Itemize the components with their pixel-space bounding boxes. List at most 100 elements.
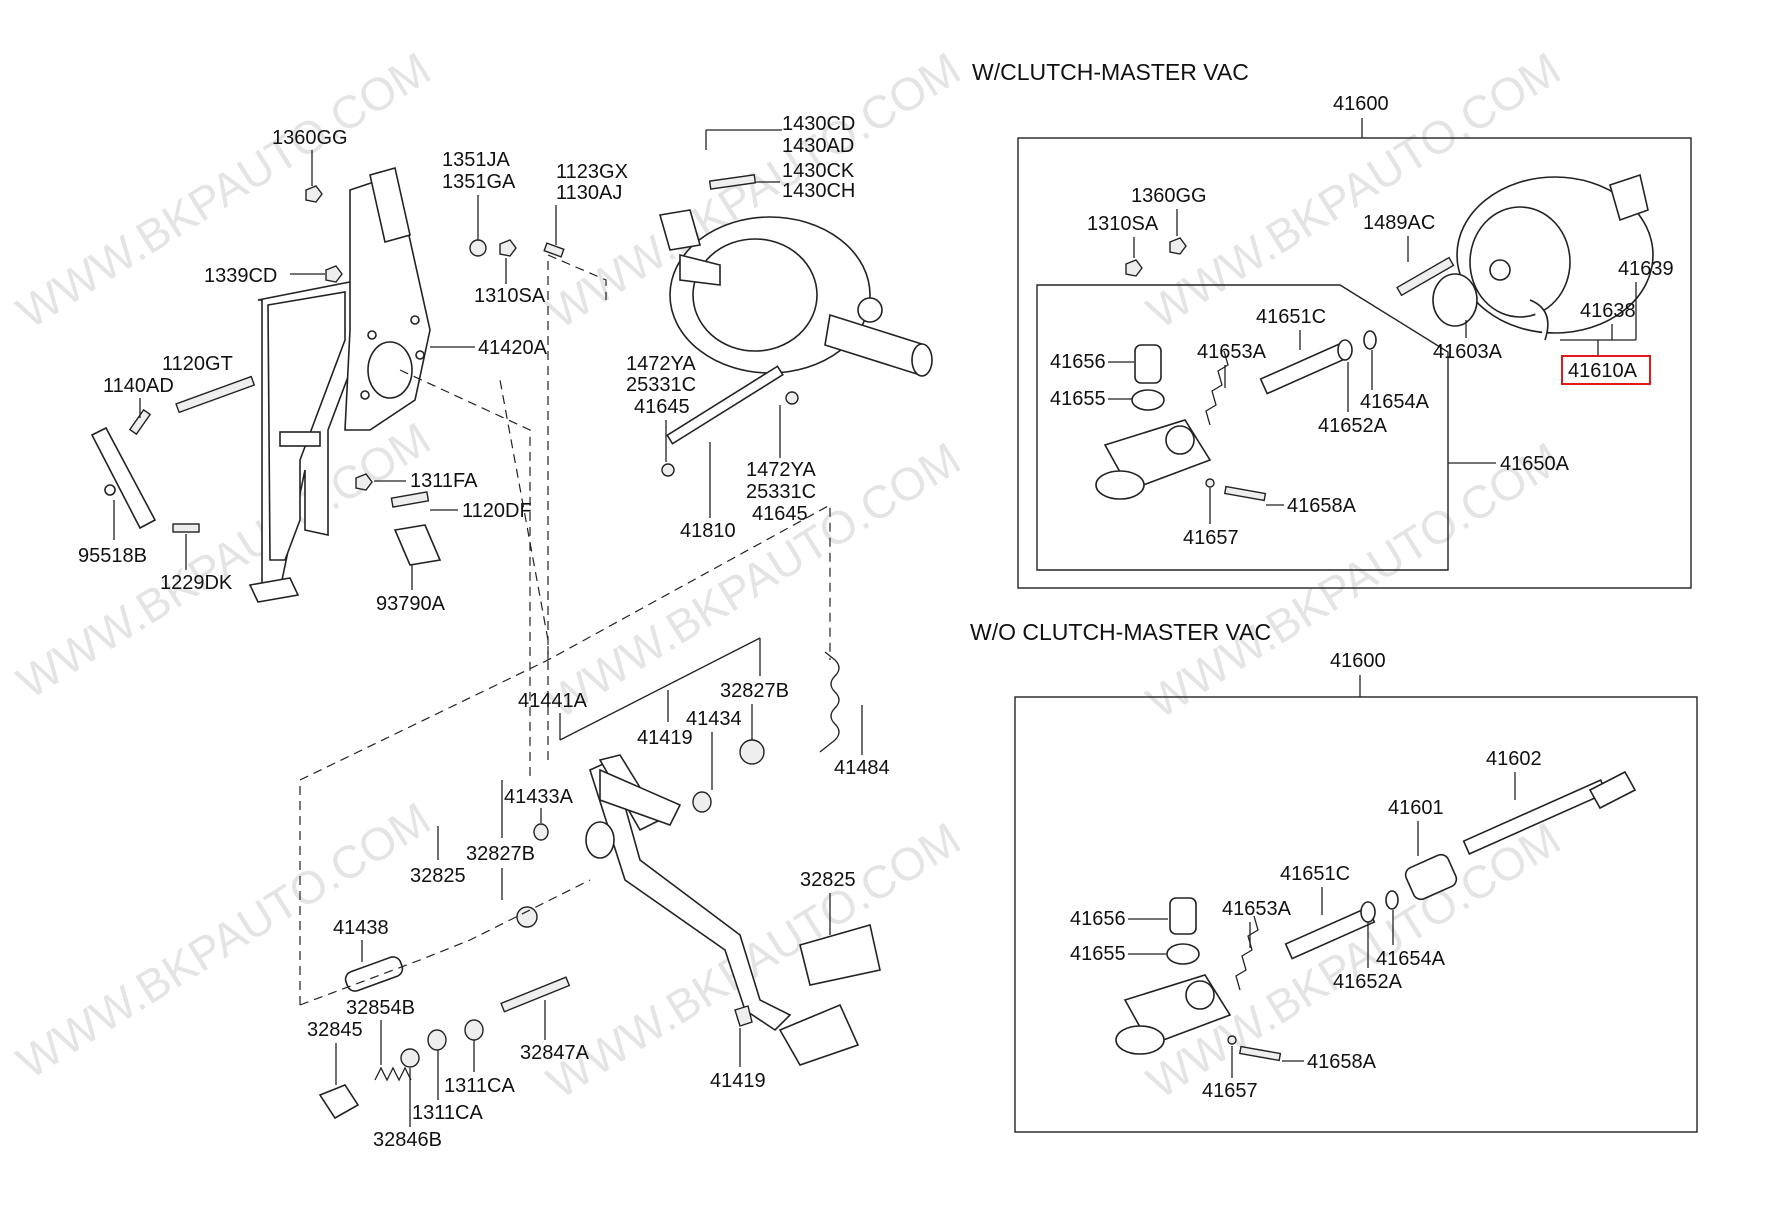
label-41654A-bottom: 41654A	[1376, 948, 1446, 970]
master-cylinder-flange-top	[1165, 425, 1195, 455]
watermark: WWW.BKPAUTO.COM	[8, 792, 439, 1088]
label-95518B: 95518B	[78, 545, 147, 567]
assembly-line	[399, 369, 531, 780]
nut-1311CA-a	[427, 1029, 447, 1051]
pedal-pad-upper	[799, 923, 881, 986]
stopper-41433A	[533, 823, 549, 841]
label-41650A: 41650A	[1500, 453, 1570, 475]
label-41652A: 41652A	[1318, 415, 1388, 437]
booster-pushrod-housing	[679, 253, 721, 286]
nut-1310SA-top	[1125, 259, 1143, 277]
label-1360GG-top: 1360GG	[1131, 185, 1207, 207]
label-41610A: 41610A	[1568, 360, 1638, 382]
label-41653A-bottom: 41653A	[1222, 898, 1292, 920]
label-41420A: 41420A	[478, 337, 548, 359]
watermark-layer: WWW.BKPAUTO.COM WWW.BKPAUTO.COM WWW.BKPA…	[8, 42, 1569, 1108]
bolt-1140AD	[128, 408, 152, 436]
booster-clevis-top	[1609, 173, 1649, 222]
label-41433A: 41433A	[504, 786, 574, 808]
label-41438: 41438	[333, 917, 389, 939]
bracket-foot	[248, 577, 300, 603]
label-1360GG: 1360GG	[272, 127, 348, 149]
brake-pedal-arm	[589, 758, 792, 1032]
spacer-41438	[344, 956, 404, 992]
label-41419-a: 41419	[637, 727, 693, 749]
master-cylinder-flange-bottom	[1185, 980, 1215, 1010]
bracket-hole	[367, 341, 413, 399]
highlight-41610A	[1561, 355, 1651, 385]
seal-41652A	[1337, 339, 1353, 361]
label-1123GX: 1123GX	[556, 161, 628, 183]
label-41653A: 41653A	[1197, 341, 1267, 363]
label-41651C: 41651C	[1256, 306, 1326, 328]
seal-41652A-bottom	[1360, 901, 1376, 923]
pedal-bushing	[585, 821, 615, 859]
subassembly-box-top	[1036, 284, 1449, 571]
bracket-bolt-hole	[415, 350, 425, 360]
bracket-bolt-hole	[367, 330, 377, 340]
reservoir-41656	[1134, 344, 1162, 384]
ring-41654A	[1363, 330, 1377, 350]
nut-1360GG	[305, 185, 323, 203]
pedal-lever-plate	[599, 768, 682, 826]
label-1430CD: 1430CD	[782, 113, 855, 135]
label-1430CH: 1430CH	[782, 180, 855, 202]
plug-41657	[1205, 478, 1215, 488]
booster-face	[692, 238, 818, 352]
reservoir-41656-bottom	[1169, 897, 1197, 935]
bracket-bolt-hole	[360, 390, 370, 400]
label-41654A: 41654A	[1360, 391, 1430, 413]
booster-port	[857, 297, 883, 323]
without-clutch-section: W/O CLUTCH-MASTER VAC 41600 41602 41601 …	[970, 619, 1698, 1133]
clip-41645-a	[661, 463, 675, 477]
nut-1310SA	[499, 239, 517, 257]
label-41656: 41656	[1050, 351, 1106, 373]
label-1430AD: 1430AD	[782, 135, 854, 157]
label-32827B-a: 32827B	[720, 680, 789, 702]
label-1310SA-top: 1310SA	[1087, 213, 1159, 235]
clevis-pin-41810	[666, 365, 784, 445]
label-1351JA: 1351JA	[442, 149, 510, 171]
bolt-1120GT	[175, 375, 256, 414]
label-1472YA-b: 1472YA	[746, 459, 816, 481]
pedal-pad-lower	[778, 1003, 860, 1066]
pin-41658A	[1223, 485, 1267, 502]
label-32825-a: 32825	[410, 865, 466, 887]
label-41810: 41810	[680, 520, 736, 542]
pedal-section: 1360GG 1351JA 1351GA 1123GX 1130AJ 1339C…	[78, 113, 933, 1151]
section-title-with-clutch: W/CLUTCH-MASTER VAC	[972, 59, 1249, 85]
label-1229DK: 1229DK	[160, 572, 233, 594]
label-32827B-b: 32827B	[466, 843, 535, 865]
label-1311FA: 1311FA	[410, 470, 478, 492]
label-41655-bottom: 41655	[1070, 943, 1126, 965]
bolt-1123GX	[543, 242, 565, 258]
pad-41419-b	[734, 1005, 753, 1027]
with-clutch-section: W/CLUTCH-MASTER VAC 41600 1360GG 1310SA …	[972, 59, 1692, 589]
spring-41653A-bottom	[1235, 915, 1259, 991]
bushing-41434	[692, 791, 712, 813]
nut-1339CD	[325, 265, 343, 283]
label-41602: 41602	[1486, 748, 1542, 770]
label-1339CD: 1339CD	[204, 265, 277, 287]
hose-41603A	[1529, 299, 1549, 341]
grommet-41655	[1131, 389, 1165, 411]
bolt-1430CK	[708, 174, 757, 190]
label-41658A-bottom: 41658A	[1307, 1051, 1377, 1073]
master-cylinder-port-bottom	[1115, 1025, 1165, 1055]
bushing-32827B-a	[739, 739, 765, 765]
screw-1229DK	[172, 523, 200, 533]
label-32846B: 32846B	[373, 1129, 442, 1151]
label-41645-a: 41645	[634, 396, 690, 418]
master-cylinder	[824, 313, 926, 377]
label-41441A: 41441A	[518, 690, 588, 712]
assembly-line	[547, 254, 607, 660]
bolt-1120DF	[390, 491, 430, 508]
watermark: WWW.BKPAUTO.COM	[8, 412, 439, 708]
label-41639: 41639	[1618, 258, 1674, 280]
spring-41653A	[1205, 350, 1229, 426]
leader-line	[559, 637, 761, 741]
adjuster-32845	[318, 1084, 360, 1120]
booster-clevis	[658, 209, 702, 251]
label-1140AD: 1140AD	[103, 375, 174, 397]
